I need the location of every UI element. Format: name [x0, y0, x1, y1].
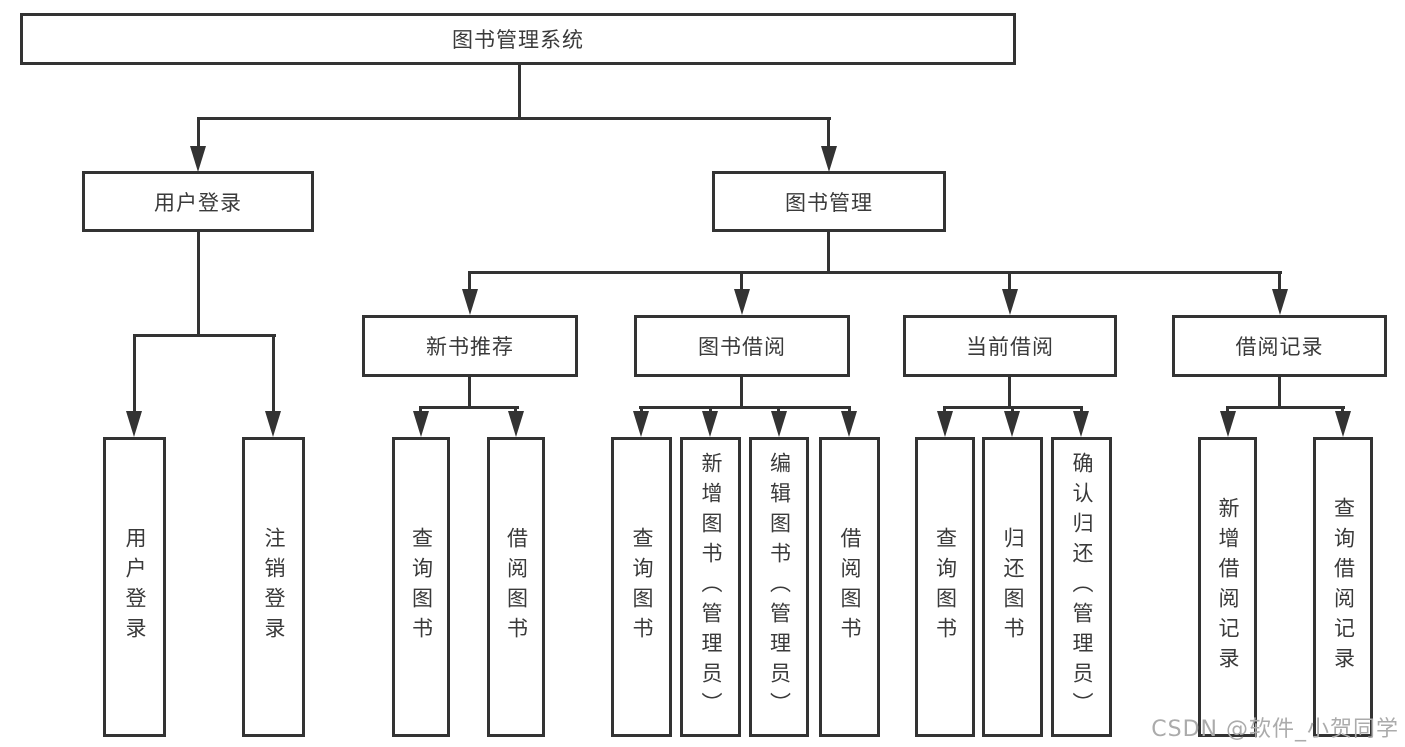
- arrowhead-down-icon: [1272, 289, 1288, 315]
- leaf-label: 确认归还（管理员）: [1070, 452, 1094, 722]
- connector-vline: [468, 271, 471, 293]
- leaf-label: 注销登录: [262, 527, 286, 647]
- leaf-user-login: 用户登录: [103, 437, 166, 737]
- arrowhead-down-icon: [265, 411, 281, 437]
- node-book-mgmt: 图书管理: [712, 171, 946, 232]
- leaf-label: 归还图书: [1001, 527, 1025, 647]
- connector-vline: [740, 271, 743, 293]
- arrowhead-down-icon: [633, 411, 649, 437]
- node-new-book-label: 新书推荐: [426, 335, 514, 359]
- leaf-label: 用户登录: [123, 527, 147, 647]
- leaf-return-books: 归还图书: [982, 437, 1043, 737]
- connector-vline: [133, 334, 136, 414]
- connector-hline: [133, 334, 276, 337]
- arrowhead-down-icon: [734, 289, 750, 315]
- leaf-logout: 注销登录: [242, 437, 305, 737]
- arrowhead-down-icon: [413, 411, 429, 437]
- connector-vline: [827, 117, 830, 150]
- node-root: 图书管理系统: [20, 13, 1016, 65]
- connector-vline: [1008, 271, 1011, 293]
- connector-hline: [639, 406, 851, 409]
- arrowhead-down-icon: [702, 411, 718, 437]
- arrowhead-down-icon: [462, 289, 478, 315]
- leaf-label: 借阅图书: [504, 527, 529, 647]
- leaf-query-books: 查询图书: [611, 437, 672, 737]
- leaf-borrow-books: 借阅图书: [819, 437, 880, 737]
- connector-vline: [272, 334, 275, 414]
- csdn-watermark: CSDN @软件_小贺同学: [1151, 717, 1399, 742]
- leaf-label: 查询图书: [409, 527, 434, 647]
- leaf-label: 编辑图书（管理员）: [767, 452, 792, 722]
- connector-vline: [1008, 375, 1011, 408]
- node-book-borrow: 图书借阅: [634, 315, 850, 377]
- arrowhead-down-icon: [821, 146, 837, 172]
- leaf-query-books: 查询图书: [915, 437, 975, 737]
- arrowhead-down-icon: [190, 146, 206, 172]
- leaf-label: 查询图书: [630, 527, 654, 647]
- connector-vline: [1278, 375, 1281, 408]
- connector-vline: [197, 230, 200, 336]
- node-borrow-record: 借阅记录: [1172, 315, 1387, 377]
- leaf-label: 新增借阅记录: [1216, 497, 1240, 677]
- connector-vline: [827, 230, 830, 273]
- connector-vline: [468, 375, 471, 408]
- node-book-borrow-label: 图书借阅: [698, 335, 786, 359]
- leaf-label: 查询借阅记录: [1331, 497, 1356, 677]
- arrowhead-down-icon: [1002, 289, 1018, 315]
- node-current-borrow-label: 当前借阅: [966, 335, 1054, 359]
- node-new-book: 新书推荐: [362, 315, 578, 377]
- arrowhead-down-icon: [1220, 411, 1236, 437]
- leaf-label: 新增图书（管理员）: [699, 452, 723, 722]
- leaf-edit-books-admin: 编辑图书（管理员）: [749, 437, 809, 737]
- leaf-query-books: 查询图书: [392, 437, 450, 737]
- arrowhead-down-icon: [1004, 411, 1020, 437]
- arrowhead-down-icon: [771, 411, 787, 437]
- node-borrow-record-label: 借阅记录: [1235, 335, 1324, 359]
- arrowhead-down-icon: [841, 411, 857, 437]
- arrowhead-down-icon: [126, 411, 142, 437]
- node-root-label: 图书管理系统: [452, 28, 584, 52]
- connector-hline: [1226, 406, 1345, 409]
- leaf-add-borrow-record: 新增借阅记录: [1198, 437, 1257, 737]
- node-user-login: 用户登录: [82, 171, 314, 232]
- leaf-confirm-return-admin: 确认归还（管理员）: [1051, 437, 1112, 737]
- arrowhead-down-icon: [937, 411, 953, 437]
- arrowhead-down-icon: [508, 411, 524, 437]
- connector-vline: [740, 375, 743, 408]
- arrowhead-down-icon: [1335, 411, 1351, 437]
- arrowhead-down-icon: [1073, 411, 1089, 437]
- connector-hline: [197, 117, 831, 120]
- connector-hline: [468, 271, 1282, 274]
- leaf-add-books-admin: 新增图书（管理员）: [680, 437, 741, 737]
- node-current-borrow: 当前借阅: [903, 315, 1117, 377]
- leaf-borrow-books: 借阅图书: [487, 437, 545, 737]
- connector-vline: [197, 117, 200, 150]
- connector-hline: [419, 406, 519, 409]
- node-user-login-label: 用户登录: [154, 190, 242, 215]
- leaf-label: 借阅图书: [838, 527, 862, 647]
- leaf-label: 查询图书: [933, 527, 958, 647]
- leaf-query-borrow-record: 查询借阅记录: [1313, 437, 1373, 737]
- node-book-mgmt-label: 图书管理: [785, 190, 873, 215]
- connector-vline: [518, 63, 521, 119]
- connector-vline: [1278, 271, 1281, 293]
